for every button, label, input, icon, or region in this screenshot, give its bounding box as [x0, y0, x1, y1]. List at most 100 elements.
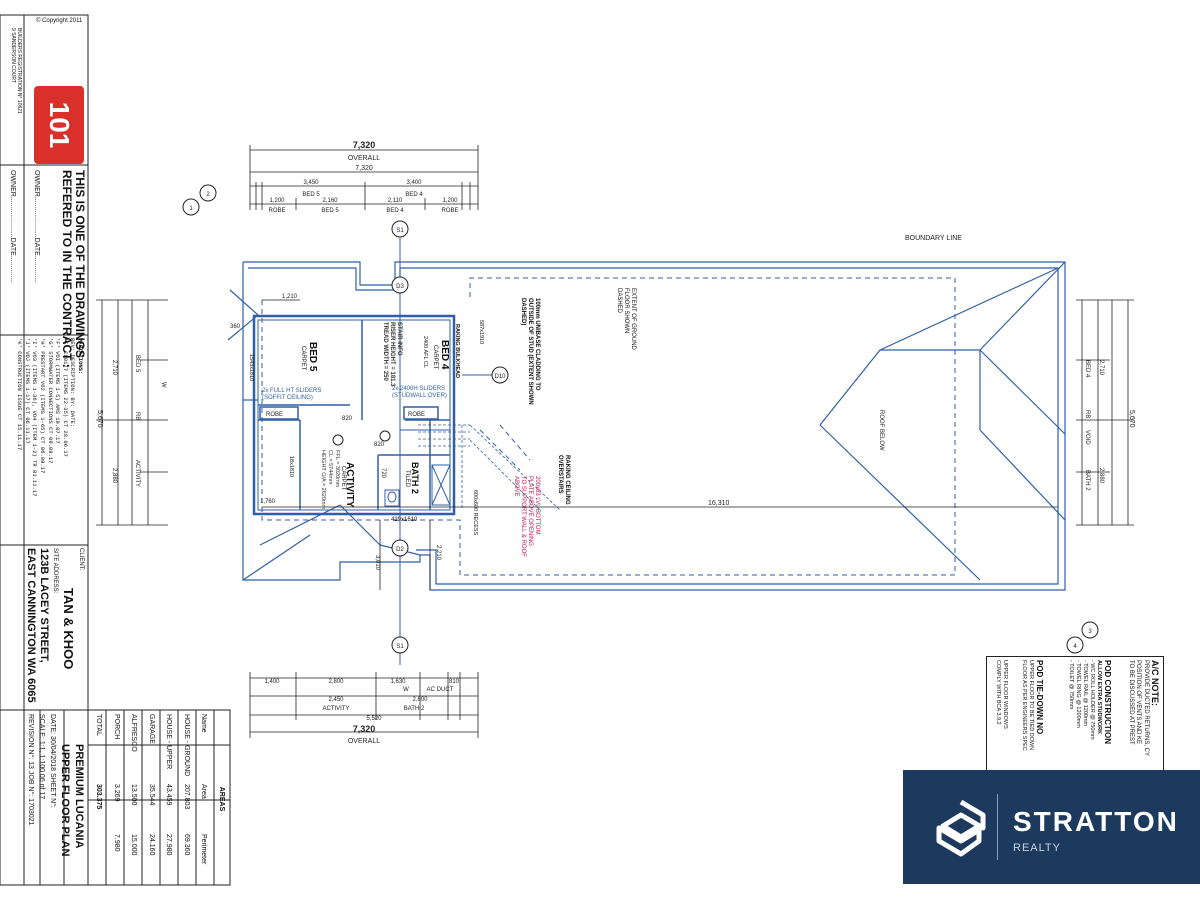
win-587: 587x1910 [478, 320, 484, 345]
areas-row: ALFRESCO 13.500 15.000 [125, 714, 143, 884]
dim-3450: 3,450 [303, 180, 319, 186]
ac-note-line: TO BE DISCUSSED AT PREST [1128, 660, 1134, 745]
dimension-lines [96, 145, 1134, 738]
bottom-dim-2800: 2,800 [328, 679, 344, 685]
room-bath2-name: BATH 2 [410, 462, 420, 494]
dim-1210: 1,210 [282, 294, 298, 300]
windows-line: COMPLY WITH BCA 3.9.2 [995, 660, 1001, 725]
recess-text: 600x600 RECESS [472, 490, 478, 536]
areas-cell: GARAGE [148, 714, 155, 744]
areas-cell: HOUSE - UPPER [165, 714, 173, 770]
site-line-2: EAST CANNINGTON WA 6065 [25, 548, 37, 703]
tie-down-line: FLOOR AS PER ENGINEERS SPEC [1021, 660, 1027, 751]
bottom-activity-label: ACTIVITY [322, 706, 349, 712]
upper-floor-walls [252, 314, 456, 516]
ac-note: A/C NOTE: PROVIDE DUCTED RETURNS, CY POS… [1127, 660, 1160, 756]
roof-outline [227, 261, 1066, 591]
stair-info-note: STAIR INFO RISER HEIGHT = 181.3 TREAD WI… [381, 322, 402, 387]
ac-note-title: A/C NOTE: [1150, 660, 1160, 706]
marker-s1-top: S1 [396, 228, 404, 234]
dim-3400: 3,400 [406, 180, 422, 186]
windows-line: UPPER FLOOR WINDOWS [1002, 660, 1008, 729]
bottom-dim-2600: 2,600 [412, 697, 428, 703]
areas-cell: 3.269 [113, 784, 120, 802]
left-rb: RB [134, 412, 140, 420]
bottom-dim-2450: 2,450 [328, 697, 344, 703]
bottom-overall-label: OVERALL [348, 738, 380, 745]
bed5-slider-1: 2x FULL HT SLIDERS [262, 388, 322, 394]
brand-divider [997, 794, 998, 860]
stairs [418, 424, 561, 511]
right-bed4: BED 4 [1084, 360, 1090, 378]
room-bed4: BED 4 [439, 340, 450, 369]
owner-line-2: OWNER.....................DATE..........… [9, 170, 16, 284]
left-dim-3880: 2,710 [111, 360, 117, 376]
marker-d10: D10 [494, 374, 506, 380]
variation-row: 'F' VOI (ITEMS 1-5) AMS 19.07.17 [54, 338, 62, 444]
plan-labels: 7,320 OVERALL 7,320 BED 5 BED 4 3,450 3,… [96, 140, 1135, 745]
areas-row: PORCH 3.269 7.980 [108, 714, 126, 884]
cl-text: CL = 5744mm [327, 450, 333, 485]
areas-cell: 15.000 [130, 834, 138, 856]
client-name: TAN & KHOO [61, 588, 76, 670]
copyright-text: © Copyright 2011 [36, 18, 82, 24]
dim-1200-right: 1,200 [442, 198, 458, 204]
variations-title: VARIATIONS: [77, 338, 84, 375]
room-bed5-carpet: CARPET [300, 346, 306, 370]
bottom-dim-1630: 1,630 [390, 679, 406, 685]
site-line-1: 123B LACEY STREET, [38, 548, 50, 663]
variations-header: REV: DESCRIPTION: BY: DATE: [69, 338, 77, 428]
bed4-slider-2: (STUDWALL OVER) [392, 393, 447, 399]
bed5-sub-dim: BED 5 [321, 208, 339, 214]
bed4-dim-label: BED 4 [405, 192, 423, 198]
areas-cell: 24.160 [148, 834, 155, 856]
right-overall-dim: 5,670 [1128, 410, 1135, 428]
tie-down-line: UPPER FLOOR TO BE TIED DOWN [1028, 660, 1034, 751]
dim-2210: 2,210 [435, 545, 441, 561]
right-bath2: BATH 2 [1084, 470, 1090, 491]
room-bed4-name: BED 4 [439, 340, 450, 370]
pod-line: - TOILET @ 750mm [1068, 660, 1074, 710]
overall-dim-top: 7,320 [353, 140, 376, 150]
win-18: 18x1810 [288, 456, 294, 478]
bed4-slider-1: 2x 2400H SLIDERS [392, 386, 446, 392]
variations-block: VARIATIONS: REV: DESCRIPTION: BY: DATE: … [16, 338, 84, 496]
right-dim-2710: 2,710 [1098, 360, 1104, 376]
tie-down-title: POD TIE-DOWN NO [1035, 660, 1044, 735]
activity-heights: FFL = 3020mm CL = 5744mm HEIGHT O/A = 26… [319, 450, 340, 509]
pod-line: - WC ROLL HOLDER @ 750mm [1089, 660, 1095, 740]
ground-extent-text: EXTENT OF GROUND FLOOR SHOWN DASHED [616, 288, 636, 350]
room-activity-sub: CARPET [340, 466, 346, 491]
win-18-note: 18x1810 [288, 456, 294, 477]
stair-info-3: TREAD WIDTH = 250 [382, 322, 388, 381]
areas-total-row: TOTAL 303.375 [90, 714, 108, 884]
project-block: PREMIUM LUCANIA UPPER FLOOR PLAN DATE: 3… [25, 714, 86, 856]
room-bath2: BATH 2 [410, 462, 420, 494]
dim-2110: 2,110 [388, 198, 403, 204]
dim-360: 360 [230, 324, 241, 330]
robe-left-label: ROBE [268, 208, 285, 214]
variation-row: 'E' CL0177 (ITEMS 22-35) CT 28.06.17 [61, 338, 69, 457]
ffl-text: FFL = 3020mm [334, 450, 340, 488]
ground-floor-extent [261, 277, 956, 576]
right-rb: RB [1084, 410, 1090, 418]
robe-bed4: ROBE [408, 412, 425, 418]
left-activity: ACTIVITY [134, 460, 140, 487]
pod-title: POD CONSTRUCTION [1103, 660, 1112, 744]
bed4-sub-dim: BED 4 [386, 208, 404, 214]
bottom-dim-1400: 1,400 [264, 679, 280, 685]
win-429: 429x1610 [391, 517, 418, 523]
marker-3: 3 [1088, 629, 1092, 635]
left-bed5: BED 5 [134, 355, 140, 373]
room-bed4-carpet: CARPET [432, 345, 438, 369]
areas-title: AREAS [218, 786, 225, 812]
dim-3010: 3,010 [374, 555, 380, 571]
door-720: 720 [380, 468, 386, 479]
marker-d3: D3 [396, 284, 404, 290]
client-label: CLIENT: [78, 548, 84, 571]
marker-s1-bottom: S1 [396, 644, 404, 650]
raking-bulkhead-text: RAKING BULKHEAD [454, 324, 460, 379]
variation-row: 'K' CONSTRUCTION ISSUE CT 15.11.17 [16, 338, 24, 451]
recess-note: 600x600 RECESS [472, 490, 478, 535]
